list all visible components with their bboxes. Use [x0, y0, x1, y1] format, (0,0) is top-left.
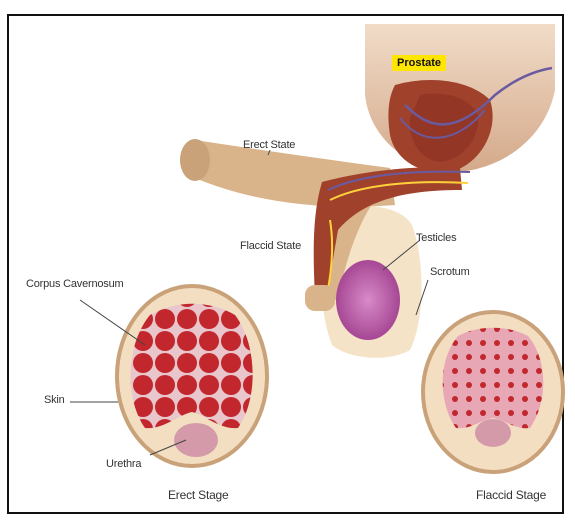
label-flaccid-stage: Flaccid Stage — [476, 488, 546, 502]
flaccid-cross-section — [423, 312, 563, 472]
erect-cross-section — [117, 286, 267, 466]
label-scrotum: Scrotum — [430, 266, 470, 278]
label-erect-state: Erect State — [243, 139, 295, 151]
label-erect-stage: Erect Stage — [168, 488, 229, 502]
testicles-shape — [336, 260, 400, 340]
label-urethra: Urethra — [106, 458, 141, 470]
label-testicles: Testicles — [416, 232, 456, 244]
label-flaccid-state: Flaccid State — [240, 240, 301, 252]
label-prostate: Prostate — [392, 55, 446, 71]
label-corpus-cavernosum: Corpus Cavernosum — [26, 278, 123, 290]
label-skin: Skin — [44, 394, 65, 406]
